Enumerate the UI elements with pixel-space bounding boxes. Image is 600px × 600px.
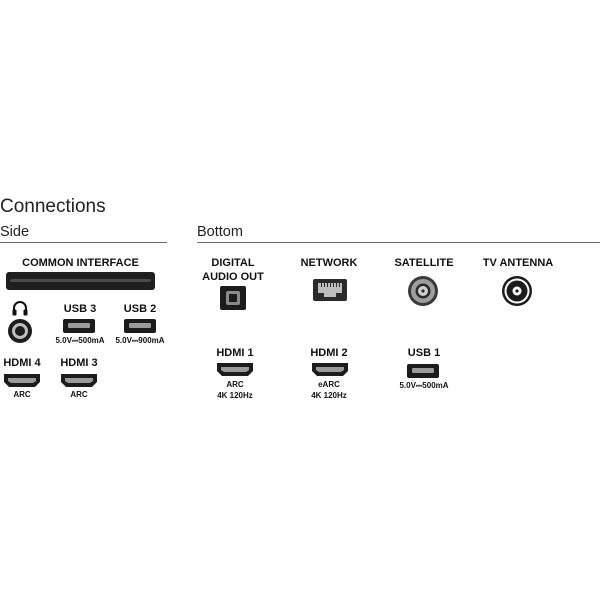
hdmi4-label: HDMI 4 <box>3 357 41 369</box>
usb1-spec: 5.0V⎓500mA <box>399 381 449 390</box>
tv-antenna-connector <box>502 276 532 306</box>
usb3-label: USB 3 <box>63 303 97 315</box>
digital-audio-label-line1: DIGITAL <box>211 257 255 269</box>
satellite-label: SATELLITE <box>394 257 454 269</box>
headphone-jack <box>8 319 32 343</box>
usb2-port <box>124 319 156 333</box>
usb2-label: USB 2 <box>123 303 157 315</box>
bottom-heading: Bottom <box>197 224 243 240</box>
ethernet-port <box>313 279 347 301</box>
common-interface-label: COMMON INTERFACE <box>22 257 139 269</box>
hdmi1-port <box>217 363 253 376</box>
side-heading: Side <box>0 224 30 240</box>
side-divider <box>0 242 167 243</box>
usb3-spec: 5.0V⎓500mA <box>55 336 105 345</box>
usb1-label: USB 1 <box>407 347 441 359</box>
page-title: Connections <box>0 196 106 217</box>
usb1-port <box>407 364 439 378</box>
hdmi3-spec: ARC <box>70 390 88 399</box>
hdmi2-port <box>312 363 348 376</box>
network-label: NETWORK <box>300 257 358 269</box>
hdmi1-spec-arc: ARC <box>226 380 244 389</box>
usb2-spec: 5.0V⎓900mA <box>115 336 165 345</box>
hdmi1-label: HDMI 1 <box>216 347 254 359</box>
usb3-port <box>63 319 95 333</box>
headphone-icon <box>12 301 28 316</box>
hdmi2-spec-4k: 4K 120Hz <box>311 391 347 400</box>
hdmi4-spec: ARC <box>13 390 31 399</box>
hdmi1-spec-4k: 4K 120Hz <box>217 391 253 400</box>
hdmi2-label: HDMI 2 <box>310 347 348 359</box>
hdmi2-spec-earc: eARC <box>318 380 340 389</box>
tv-antenna-label: TV ANTENNA <box>482 257 554 269</box>
bottom-divider <box>197 242 600 243</box>
satellite-connector <box>408 276 438 306</box>
hdmi4-port <box>4 374 40 387</box>
hdmi3-port <box>61 374 97 387</box>
digital-audio-label-line2: AUDIO OUT <box>202 271 264 283</box>
common-interface-slot <box>6 272 155 290</box>
optical-audio-port <box>220 286 246 310</box>
hdmi3-label: HDMI 3 <box>60 357 98 369</box>
